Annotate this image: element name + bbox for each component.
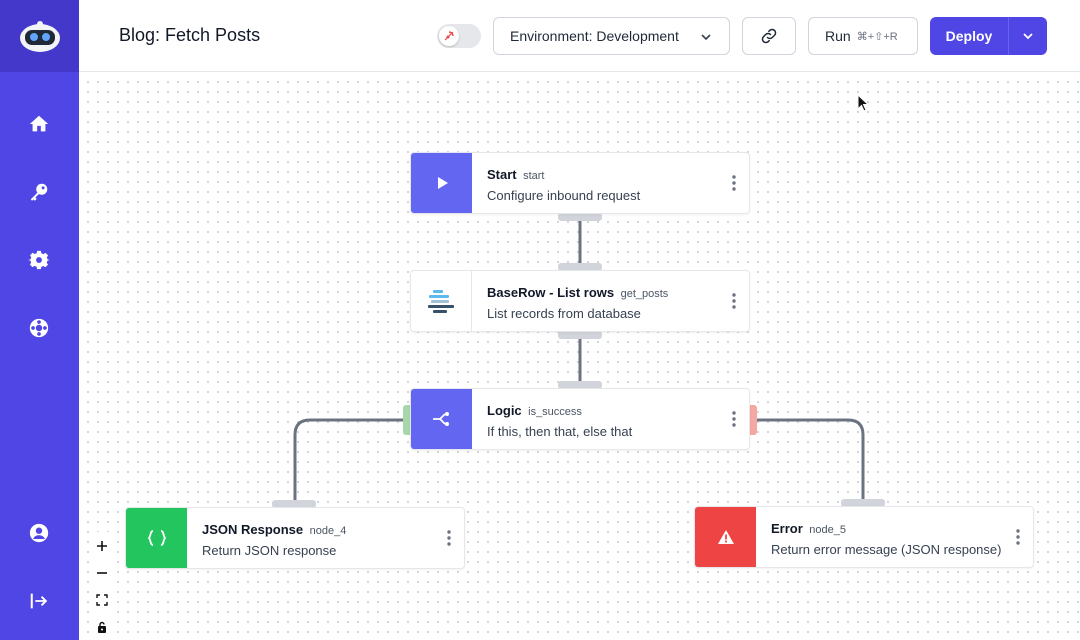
run-shortcut: ⌘+⇧+R [856,30,898,43]
run-label: Run [825,28,851,44]
logic-input-handle[interactable] [558,381,602,389]
node-baserow[interactable]: BaseRow - List rows get_posts List recor… [410,270,750,332]
node-error-icon-box [695,507,756,567]
deploy-split-button: Deploy [930,17,1047,55]
node-logic-icon-box [411,389,472,449]
logout-icon[interactable] [24,586,54,616]
start-output-handle[interactable] [558,213,602,221]
environment-select[interactable]: Environment: Development [493,17,730,55]
node-slug: start [523,170,545,182]
baserow-input-handle[interactable] [558,263,602,271]
deploy-button[interactable]: Deploy [930,17,1009,55]
app-logo[interactable] [0,0,79,72]
more-vertical-icon [732,411,736,427]
node-title: Start [487,167,517,182]
node-slug: get_posts [620,288,669,300]
chevron-down-icon [1023,33,1033,40]
node-title: JSON Response [202,522,304,537]
node-logic[interactable]: Logic is_success If this, then that, els… [410,388,750,450]
support-icon[interactable] [24,313,54,343]
more-vertical-icon [732,175,736,191]
node-menu-button[interactable] [719,153,749,213]
node-description: If this, then that, else that [487,424,633,439]
more-vertical-icon [732,293,736,309]
lock-icon[interactable] [90,613,114,640]
logic-false-handle[interactable] [748,405,757,435]
braces-icon [147,530,166,546]
node-title: Logic [487,403,522,418]
node-start-icon-box [411,153,472,213]
error-input-handle[interactable] [841,499,885,507]
node-slug: node_5 [809,524,846,536]
home-icon[interactable] [24,109,54,139]
fit-view-icon[interactable] [90,586,114,613]
chevron-down-icon [701,34,711,41]
play-icon [437,177,448,189]
zoom-in-icon[interactable] [90,532,114,559]
node-description: Configure inbound request [487,188,641,203]
node-error[interactable]: Error node_5 Return error message (JSON … [694,506,1034,568]
top-bar: Blog: Fetch Posts Environment: Developme… [79,0,1080,72]
node-description: List records from database [487,306,641,321]
baserow-output-handle[interactable] [558,331,602,339]
sidebar [0,0,79,640]
json-input-handle[interactable] [272,500,316,508]
run-button[interactable]: Run ⌘+⇧+R [808,17,918,55]
node-description: Return JSON response [202,543,337,558]
node-title: Error [771,521,803,536]
link-icon [761,28,777,44]
node-title: BaseRow - List rows [487,285,615,300]
node-json-icon-box [126,508,187,568]
warning-icon [717,530,734,544]
copy-link-button[interactable] [742,17,796,55]
node-menu-button[interactable] [719,271,749,331]
logic-true-handle[interactable] [403,405,412,435]
more-vertical-icon [1016,529,1020,545]
key-icon[interactable] [24,177,54,207]
node-slug: is_success [528,406,582,418]
enable-toggle[interactable] [437,24,481,48]
node-description: Return error message (JSON response) [771,542,1002,557]
baserow-logo-icon [428,290,454,313]
page-title: Blog: Fetch Posts [119,25,261,45]
more-vertical-icon [447,530,451,546]
node-baserow-icon-box [411,271,472,331]
signal-off-icon [444,31,454,41]
deploy-options-button[interactable] [1009,17,1047,55]
canvas-controls [90,532,114,640]
environment-label: Environment: Development [510,28,679,44]
node-start[interactable]: Start start Configure inbound request [410,152,750,214]
node-menu-button[interactable] [434,508,464,568]
branch-icon [432,412,449,426]
toggle-knob [439,26,459,46]
zoom-out-icon[interactable] [90,559,114,586]
user-icon[interactable] [24,518,54,548]
mouse-cursor-icon [857,94,869,112]
node-json-response[interactable]: JSON Response node_4 Return JSON respons… [125,507,465,569]
node-menu-button[interactable] [1003,507,1033,567]
gear-icon[interactable] [24,245,54,275]
node-menu-button[interactable] [719,389,749,449]
node-slug: node_4 [309,525,347,537]
